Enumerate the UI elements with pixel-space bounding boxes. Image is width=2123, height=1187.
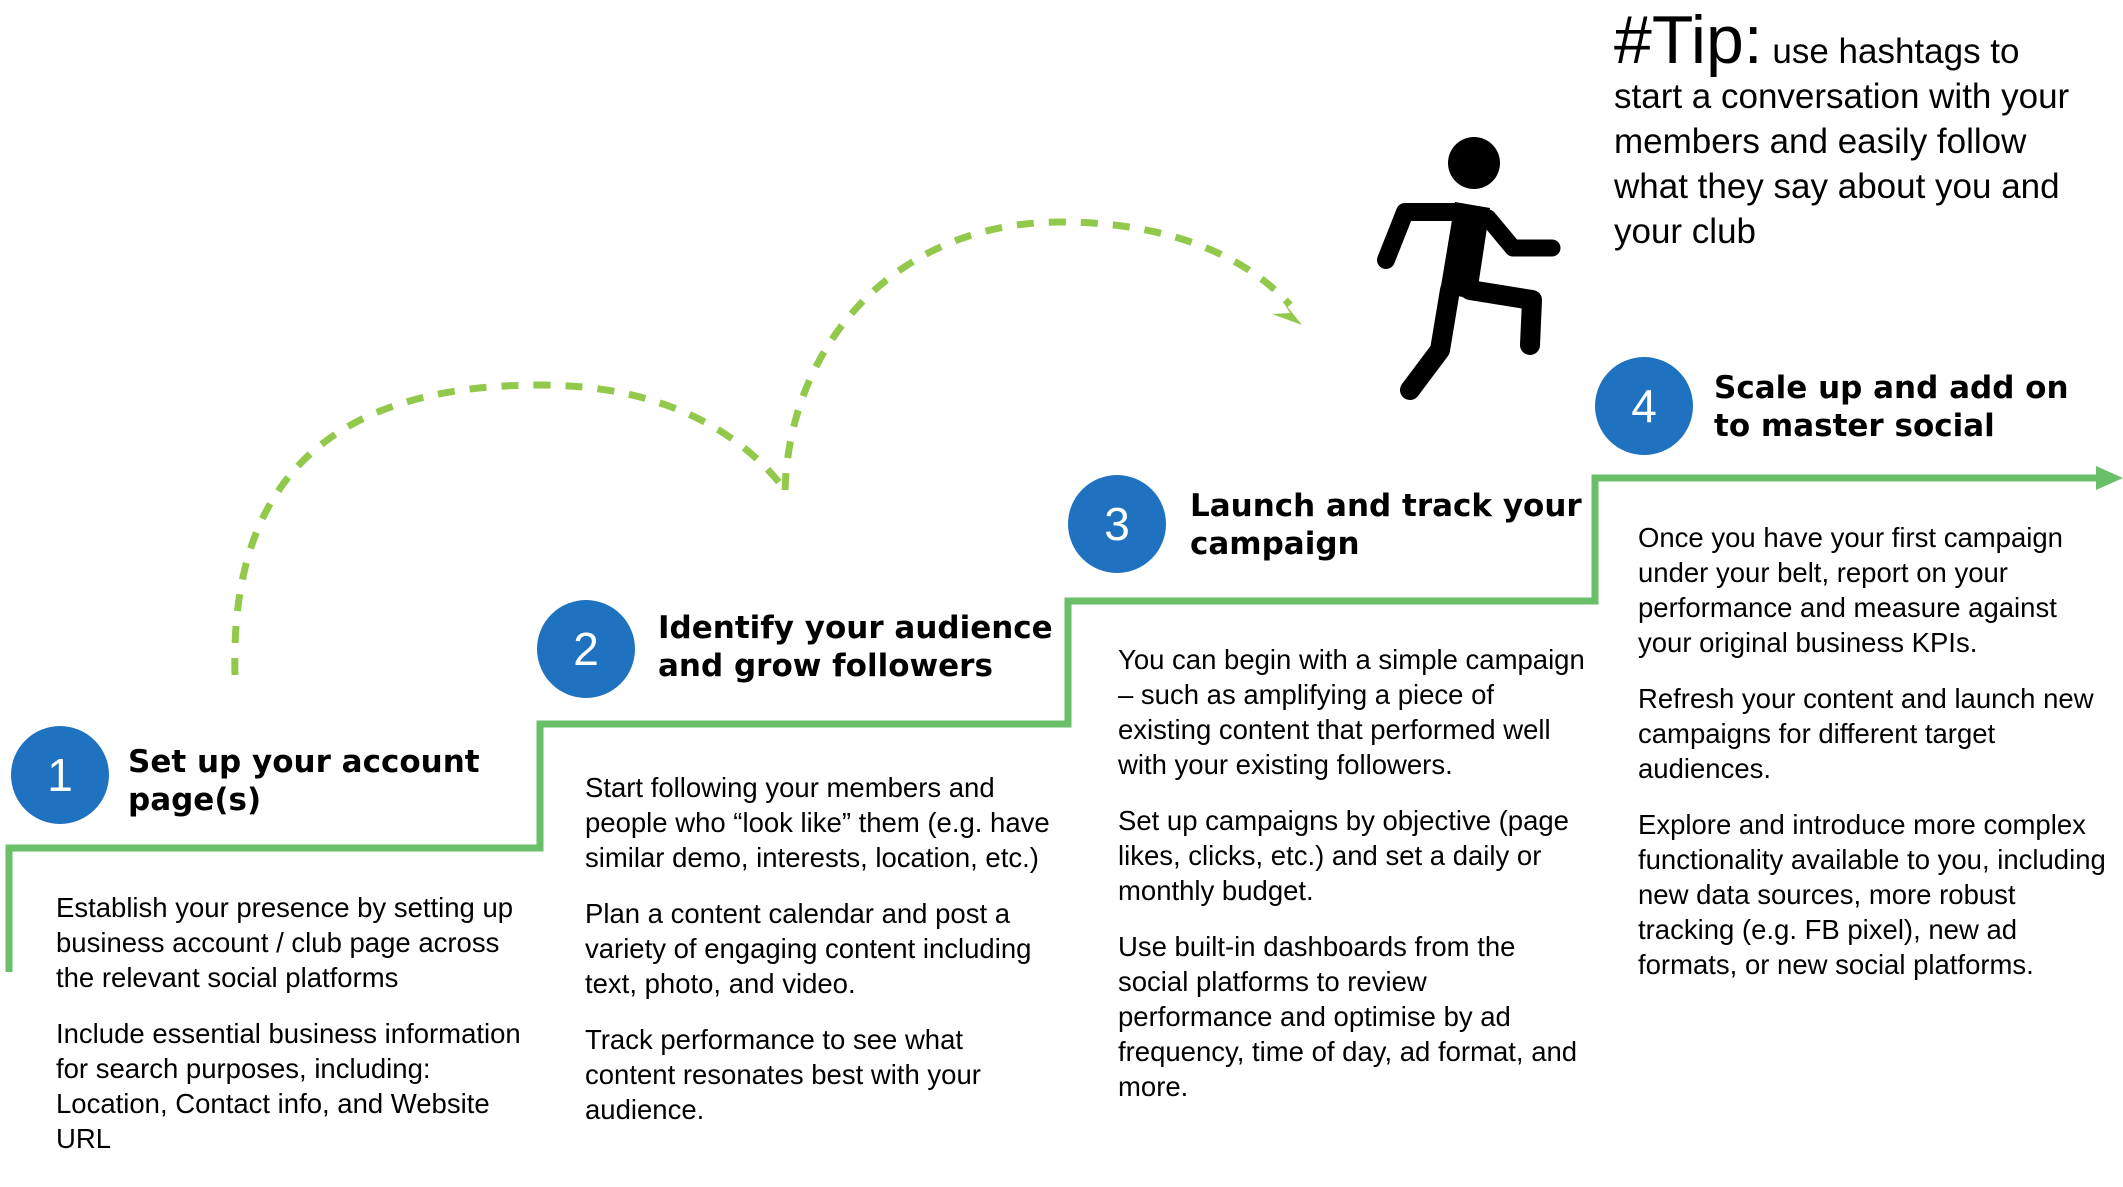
step-4-description: Once you have your first campaign under … [1638,520,2108,982]
step-1-title-line-1: Set up your account [128,744,480,780]
running-person-icon [1377,137,1561,400]
step-3-title-line-2: campaign [1190,526,1360,562]
dashed-curved-arrow-icon [781,218,1293,491]
tip-callout: #Tip: use hashtags to start a conversati… [1614,6,2084,254]
tip-text: use hashtags to start a conversation wit… [1614,32,2070,251]
step-2-paragraph: Plan a content calendar and post a varie… [585,898,1032,999]
step-2-title-line-2: and grow followers [658,648,993,684]
step-2-title-line-1: Identify your audience [658,610,1053,646]
step-3-description: You can begin with a simple campaign – s… [1118,642,1588,1104]
step-1-number-badge: 1 [11,726,109,824]
tip-label: #Tip: [1614,2,1763,78]
step-2-number-badge: 2 [537,600,635,698]
step-4-paragraph: Explore and introduce more complex funct… [1638,809,2106,980]
step-4-title: Scale up and add on to master social [1714,369,2069,445]
step-3-title-line-1: Launch and track your [1190,488,1582,524]
step-1-description: Establish your presence by setting up bu… [56,890,531,1156]
staircase-line [5,474,2108,972]
step-3-paragraph: Use built-in dashboards from the social … [1118,931,1578,1102]
step-1-paragraph: Establish your presence by setting up bu… [56,892,514,993]
step-3-paragraph: Set up campaigns by objective (page like… [1118,805,1569,906]
step-4-paragraph: Once you have your first campaign under … [1638,522,2063,658]
step-4-title-line-2: to master social [1714,408,1995,444]
step-4-title-line-1: Scale up and add on [1714,370,2069,406]
step-1-paragraph: Include essential business information f… [56,1018,521,1154]
dashed-curved-arrow-icon [231,381,788,676]
step-3-paragraph: You can begin with a simple campaign – s… [1118,644,1585,780]
step-2-paragraph: Start following your members and people … [585,772,1050,873]
arrowhead-icon [1272,300,1302,325]
step-2-paragraph: Track performance to see what content re… [585,1024,981,1125]
step-1-title-line-2: page(s) [128,782,262,818]
step-2-title: Identify your audience and grow follower… [658,609,1053,685]
step-2-description: Start following your members and people … [585,770,1060,1127]
step-4-number-badge: 4 [1595,357,1693,455]
step-3-title: Launch and track your campaign [1190,487,1582,563]
arrowhead-icon [2096,466,2123,490]
step-3-number-badge: 3 [1068,475,1166,573]
step-4-paragraph: Refresh your content and launch new camp… [1638,683,2094,784]
step-1-title: Set up your account page(s) [128,743,480,819]
